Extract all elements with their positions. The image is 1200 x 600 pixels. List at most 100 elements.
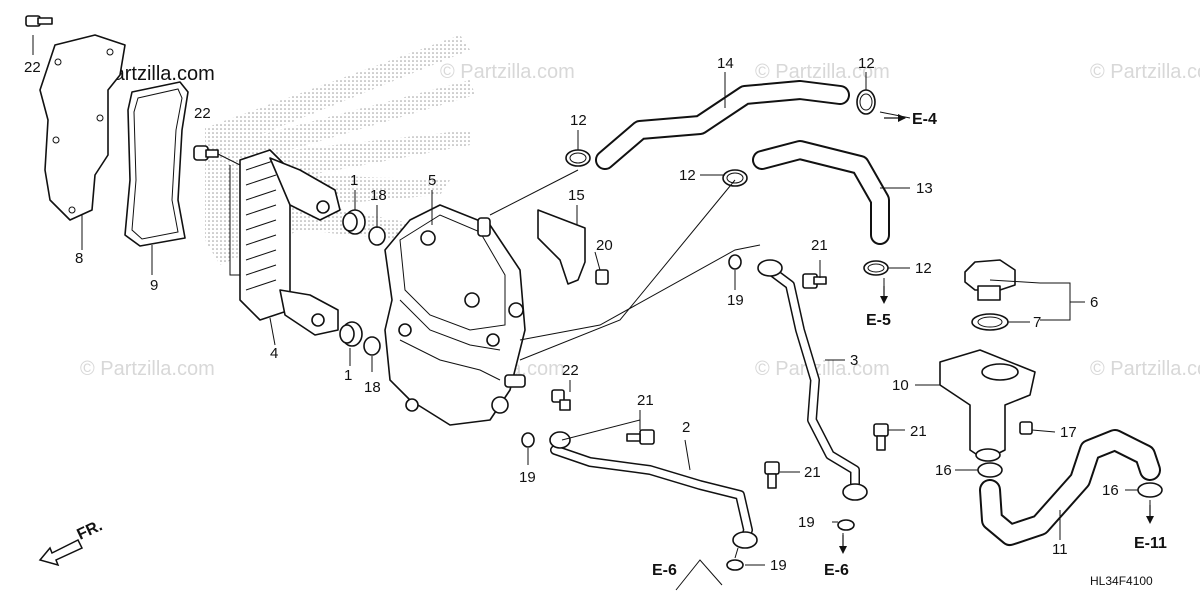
callout: 10 xyxy=(892,377,909,394)
watermark-text: © Partzilla.com xyxy=(1090,358,1200,380)
pipe-3-flange xyxy=(842,483,868,501)
gasket[interactable] xyxy=(124,81,189,247)
watermark-text: © Partzilla.com xyxy=(755,358,890,380)
callout: 19 xyxy=(519,469,536,486)
callout: 15 xyxy=(568,187,585,204)
filler-neck[interactable] xyxy=(939,349,1036,462)
bolt-21-d[interactable] xyxy=(873,423,889,451)
bolt-21-b[interactable] xyxy=(626,429,655,445)
hose-clamp-12b[interactable] xyxy=(722,169,748,187)
hose-clamp-16b[interactable] xyxy=(1137,482,1163,498)
callout: 21 xyxy=(811,237,828,254)
watermark-text: © Partzilla.com xyxy=(755,61,890,83)
bolt-hole xyxy=(68,206,76,214)
callout: 6 xyxy=(1090,294,1098,311)
callout: 2 xyxy=(682,419,690,436)
o-ring-18-lower[interactable] xyxy=(363,336,381,356)
hose-clamp-12c[interactable] xyxy=(856,89,876,115)
pipe-3[interactable] xyxy=(766,266,859,494)
callout: 21 xyxy=(804,464,821,481)
filler-cap[interactable] xyxy=(964,259,1016,301)
callout: 13 xyxy=(916,180,933,197)
callout: 18 xyxy=(370,187,387,204)
callout: 1 xyxy=(344,367,352,384)
callout: 16 xyxy=(935,462,952,479)
hose-clamp-16a[interactable] xyxy=(977,462,1003,478)
callout: 21 xyxy=(910,423,927,440)
callout: 20 xyxy=(596,237,613,254)
bolt-17[interactable] xyxy=(1019,421,1033,435)
ref-e6: E-6 xyxy=(652,562,677,579)
bolt-22-lower[interactable] xyxy=(551,389,571,411)
callout: 12 xyxy=(570,112,587,129)
callout: 8 xyxy=(75,250,83,267)
ref-e5: E-5 xyxy=(866,312,891,329)
leader-line xyxy=(217,153,241,166)
hose-clamp-12a[interactable] xyxy=(565,149,591,167)
bolt-20[interactable] xyxy=(595,269,609,285)
watermark-text: © Partzilla.com xyxy=(440,61,575,83)
dowel-1-upper[interactable] xyxy=(342,209,366,235)
o-ring-7[interactable] xyxy=(971,313,1009,331)
gasket-inner xyxy=(131,88,183,240)
callout: 22 xyxy=(194,105,211,122)
pipe-3-flange xyxy=(757,259,783,277)
callout: 17 xyxy=(1060,424,1077,441)
watermark-text: © Partzilla.com xyxy=(80,358,215,380)
callout: 19 xyxy=(727,292,744,309)
callout: 12 xyxy=(858,55,875,72)
leader-line xyxy=(229,165,240,276)
pipe-2-flange xyxy=(732,531,758,549)
front-direction-arrow: FR. xyxy=(38,517,105,567)
oil-cooler[interactable] xyxy=(239,149,341,336)
cover-plate[interactable] xyxy=(39,34,126,221)
callout: 22 xyxy=(24,59,41,76)
bolt-22-top[interactable] xyxy=(25,15,53,27)
reference-labels: E-4 E-5 E-6 E-6 E-11 xyxy=(652,111,1167,579)
callout: 12 xyxy=(915,260,932,277)
ref-e4: E-4 xyxy=(912,111,937,128)
leader-lines xyxy=(32,35,1151,591)
hose-13[interactable] xyxy=(754,142,888,243)
ref-e6: E-6 xyxy=(824,562,849,579)
watermark-text: © Partzilla.com xyxy=(1090,61,1200,83)
ref-e11: E-11 xyxy=(1134,535,1167,552)
filter-housing[interactable] xyxy=(384,204,526,426)
callout-numbers: 22 22 8 9 4 1 18 1 18 5 15 20 12 12 12 1… xyxy=(24,55,1119,574)
callout: 3 xyxy=(850,352,858,369)
o-ring-18-upper[interactable] xyxy=(368,226,386,246)
bolt-hole xyxy=(106,48,114,56)
callout: 14 xyxy=(717,55,734,72)
washer-19-b[interactable] xyxy=(521,432,535,448)
o-ring-7-inner xyxy=(977,316,1003,328)
bracket[interactable] xyxy=(537,209,586,285)
hose-11[interactable] xyxy=(981,431,1159,544)
callout: 21 xyxy=(637,392,654,409)
diagram-code: HL34F4100 xyxy=(1090,574,1153,588)
washer-19-d[interactable] xyxy=(726,559,744,571)
bolt-hole xyxy=(96,114,104,122)
arrows xyxy=(839,114,1154,554)
bolt-21-c[interactable] xyxy=(764,461,780,489)
callout: 9 xyxy=(150,277,158,294)
callout: 18 xyxy=(364,379,381,396)
pipe-2-flange xyxy=(549,431,571,449)
bolt-22-cooler[interactable] xyxy=(193,145,219,161)
washer-19-c[interactable] xyxy=(837,519,855,531)
dowel-1-lower[interactable] xyxy=(339,321,363,347)
washer-19-a[interactable] xyxy=(728,254,742,270)
callout: 16 xyxy=(1102,482,1119,499)
callout: 5 xyxy=(428,172,436,189)
bolt-hole xyxy=(52,136,60,144)
hose-14[interactable] xyxy=(597,82,848,168)
pipe-2[interactable] xyxy=(551,446,752,544)
bolt-21-a[interactable] xyxy=(802,273,827,289)
hose-clamp-12d[interactable] xyxy=(863,260,889,276)
callout: 19 xyxy=(770,557,787,574)
callout: 4 xyxy=(270,345,278,362)
bolt-hole xyxy=(54,58,62,66)
callout: 11 xyxy=(1052,541,1068,558)
callout: 19 xyxy=(798,514,815,531)
